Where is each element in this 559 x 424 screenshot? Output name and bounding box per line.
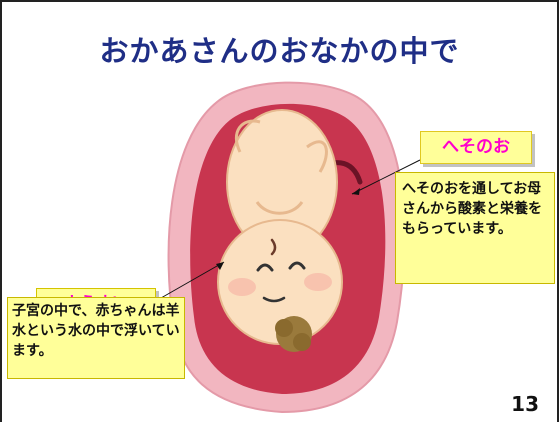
amniotic-fluid-note: 子宮の中で、赤ちゃんは羊水という水の中で浮いています。	[7, 297, 185, 379]
baby-eye-left	[256, 263, 274, 272]
baby-limb-right	[306, 140, 328, 173]
slide-title: おかあさんのおなかの中で	[99, 34, 460, 68]
baby-nose	[270, 238, 277, 256]
baby-eye-right	[288, 261, 306, 270]
baby-limb-left	[234, 119, 261, 153]
baby-limb-middle	[255, 201, 304, 215]
baby-cheek-left	[228, 278, 256, 296]
navel-label: へそのお	[420, 131, 532, 164]
baby-cheek-right	[304, 273, 332, 291]
fluid-pointer-line	[153, 261, 225, 303]
navel-note: へそのおを通してお母さんから酸素と栄養をもらっています。	[395, 172, 555, 284]
navel-pointer-line	[351, 159, 421, 195]
baby-mouth	[262, 296, 286, 303]
page-number: 13	[511, 392, 539, 416]
